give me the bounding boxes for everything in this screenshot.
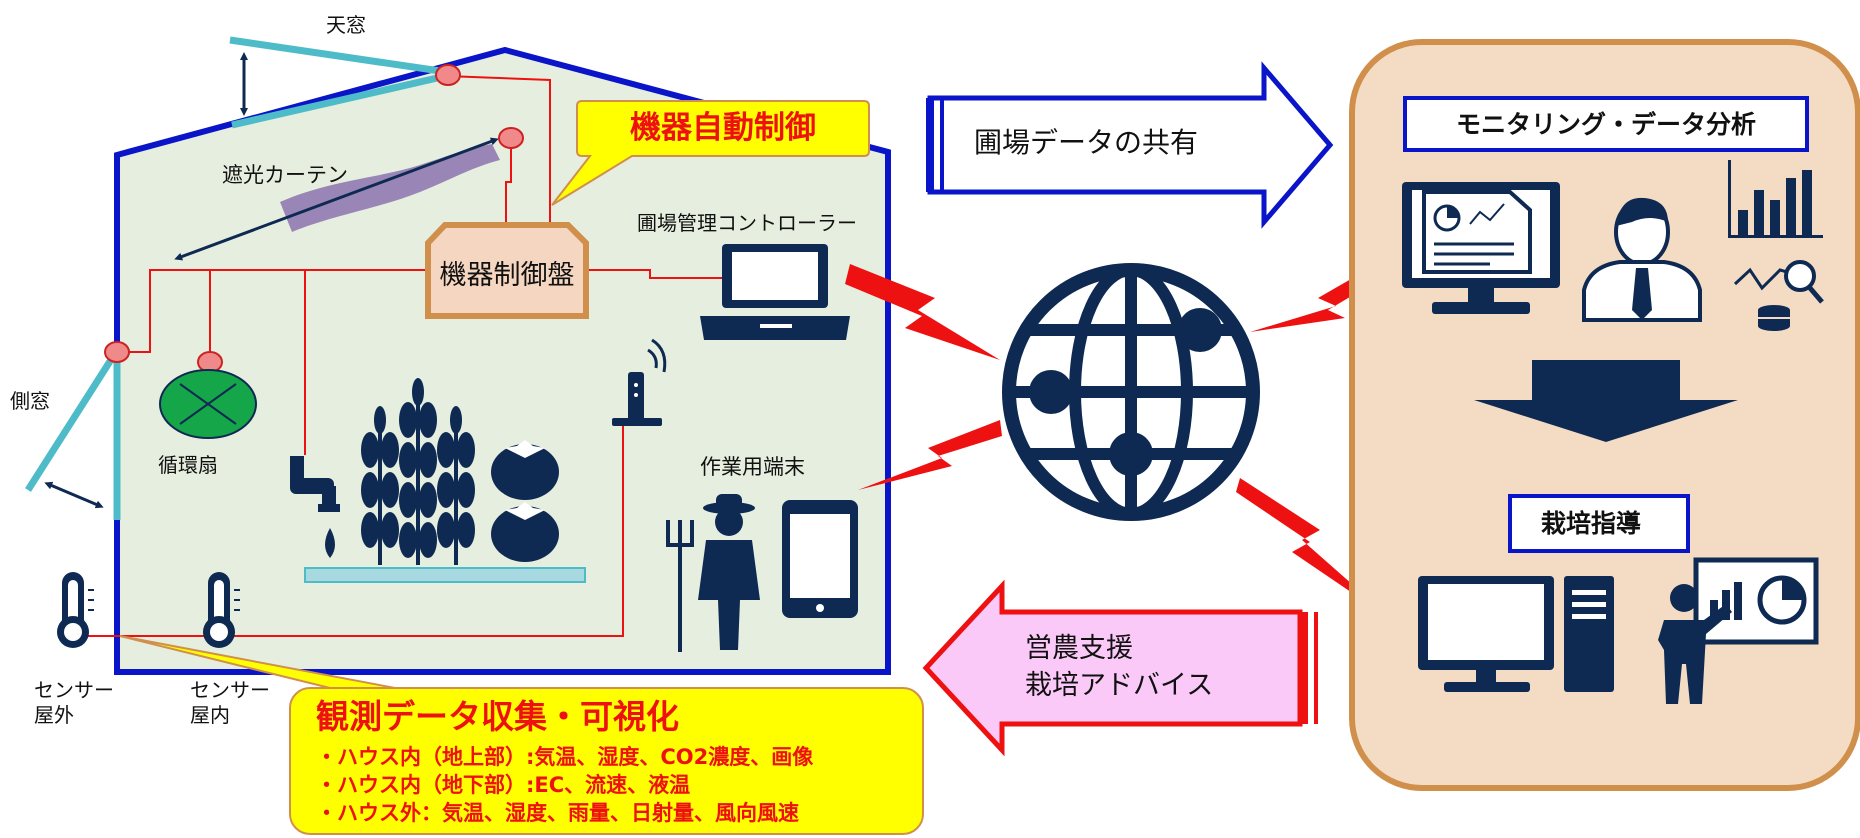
tomato-icon (491, 502, 559, 562)
globe-icon (1002, 263, 1260, 521)
shade-curtain: 遮光カーテン (174, 137, 500, 261)
data-analysis-icon (1733, 260, 1824, 331)
right-panel: モニタリング・データ分析 (1349, 39, 1860, 791)
equipment-control-panel: 機器制御盤 (425, 222, 589, 319)
wheat-icon (437, 406, 475, 565)
side-window: 側窓 (10, 352, 121, 520)
auto-control-label: 機器自動制御 (630, 110, 816, 146)
down-arrow-icon (1474, 360, 1738, 442)
laptop-icon: 圃場管理コントローラー (637, 211, 857, 340)
support-arrow: 営農支援 栽培アドバイス (922, 579, 1318, 757)
bar-chart-icon (1728, 160, 1823, 238)
tomato-icon (491, 440, 559, 500)
equipment-control-panel-label: 機器制御盤 (440, 260, 575, 291)
crop-icons (304, 378, 586, 583)
tablet-icon (782, 500, 858, 618)
sensor-indoor-label-2: 屋内 (190, 703, 230, 727)
skylight-sensor-node (435, 64, 461, 86)
wifi-router-icon (612, 338, 667, 426)
support-label-1: 営農支援 (1025, 633, 1133, 664)
observation-line: ・ハウス内（地下部）:EC、流速、液温 (316, 773, 690, 797)
field-controller-label: 圃場管理コントローラー (637, 211, 857, 235)
fan-sensor-node (197, 351, 223, 373)
sensor-outdoor-label-2: 屋外 (34, 703, 74, 727)
circulation-fan-icon: 循環扇 (158, 369, 257, 477)
side-window-sensor-node (104, 341, 130, 363)
observation-line: ・ハウス外：気温、湿度、雨量、日射量、風向風速 (316, 801, 799, 825)
circulation-fan-label: 循環扇 (158, 453, 218, 477)
thermometer-indoor-icon: センサー 屋内 (190, 572, 270, 727)
observation-line: ・ハウス内（地上部）:気温、湿度、CO2濃度、画像 (316, 745, 814, 769)
sensor-outdoor-label-1: センサー (34, 678, 114, 702)
observation-title: 観測データ収集・可視化 (316, 697, 679, 736)
lightning-icon (858, 420, 1002, 490)
guidance-title: 栽培指導 (1541, 509, 1641, 538)
observation-callout: 観測データ収集・可視化 ・ハウス内（地上部）:気温、湿度、CO2濃度、画像 ・ハ… (119, 635, 924, 835)
sensor-indoor-label-1: センサー (190, 678, 270, 702)
auto-control-callout: 機器自動制御 (551, 100, 870, 206)
faucet-icon (290, 456, 340, 558)
wheat-icon (361, 406, 399, 565)
thermometer-outdoor-icon: センサー 屋外 (34, 572, 114, 727)
monitor-report-icon (1402, 182, 1560, 314)
wheat-icon (399, 378, 437, 565)
analyst-person-icon (1582, 197, 1702, 322)
curtain-sensor-node (498, 127, 524, 149)
support-label-2: 栽培アドバイス (1025, 670, 1213, 701)
lightning-icon (1236, 478, 1395, 622)
desktop-computer-icon (1418, 576, 1614, 692)
presenter-icon (1658, 557, 1819, 704)
share-data-label: 圃場データの共有 (974, 126, 1198, 159)
work-terminal-label: 作業用端末 (700, 455, 805, 479)
lightning-icon (845, 264, 1000, 360)
shade-curtain-arrow (174, 137, 499, 261)
cultivation-bed (304, 567, 586, 583)
farmer-icon (666, 494, 760, 652)
monitoring-title: モニタリング・データ分析 (1456, 110, 1756, 139)
greenhouse: 天窓 側窓 遮光カーテン (10, 13, 891, 727)
side-window-arrow (44, 481, 104, 509)
side-window-label: 側窓 (10, 389, 50, 413)
skylight: 天窓 (229, 13, 448, 129)
shade-curtain-label: 遮光カーテン (222, 163, 348, 187)
skylight-label: 天窓 (326, 13, 366, 37)
share-data-arrow: 圃場データの共有 (926, 61, 1334, 229)
